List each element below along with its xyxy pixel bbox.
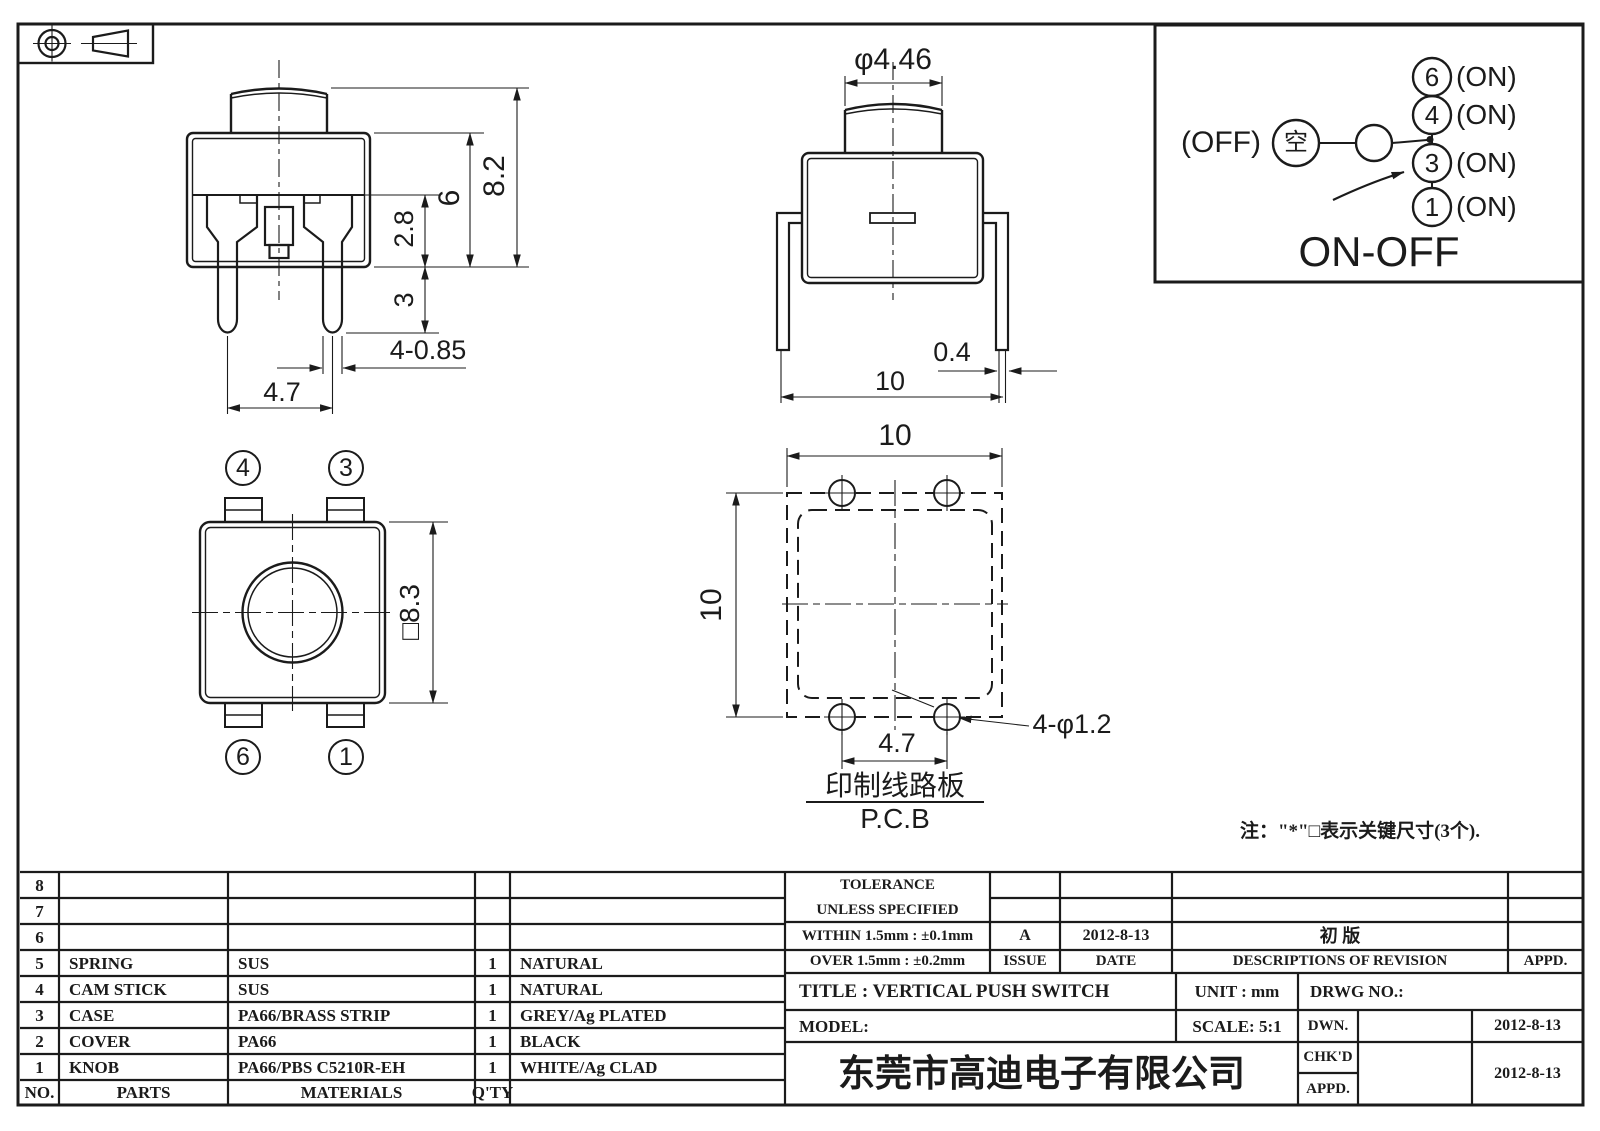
model-field: MODEL: (799, 1016, 869, 1036)
tolerance-over: OVER 1.5mm : ±0.2mm (809, 953, 966, 969)
parts-row-finish: BLACK (520, 1031, 581, 1051)
top-view (192, 450, 448, 775)
dim-pcb-height: 10 (695, 588, 728, 622)
projection-angle-icon (16, 22, 155, 65)
company-name: 东莞市高迪电子有限公司 (838, 1053, 1245, 1094)
pcb-holes (824, 475, 965, 735)
parts-row-qty: 1 (488, 1057, 497, 1077)
revision-appd-label: APPD. (1523, 953, 1568, 969)
parts-row-no: 5 (35, 953, 44, 973)
pin-number-6: 6 (236, 742, 250, 771)
revision-issue-label: ISSUE (1003, 953, 1047, 969)
circuit-common-symbol: 空 (1284, 129, 1308, 156)
circuit-state-1: (ON) (1456, 191, 1517, 222)
circuit-state-3: (ON) (1456, 147, 1517, 178)
revision-description-value: 初 版 (1319, 926, 1361, 946)
parts-row-qty: 1 (488, 1031, 497, 1051)
parts-row-finish: WHITE/Ag CLAD (520, 1057, 658, 1077)
circuit-off-label: (OFF) (1181, 126, 1261, 159)
unit-field: UNIT : mm (1194, 982, 1280, 1001)
dwn-label: DWN. (1307, 1017, 1349, 1034)
circuit-pin-4: 4 (1424, 100, 1440, 130)
circuit-diagram (1153, 23, 1585, 284)
dim-front-body-height: 6 (433, 189, 466, 207)
pin-number-4: 4 (236, 453, 250, 482)
tolerance-within: WITHIN 1.5mm : ±0.1mm (801, 927, 974, 944)
parts-row-no: 3 (35, 1005, 44, 1025)
parts-row-material: PA66/BRASS STRIP (238, 1005, 391, 1025)
side-view (775, 62, 1057, 403)
parts-header-no: NO. (24, 1083, 55, 1102)
parts-row-finish: NATURAL (520, 979, 603, 999)
parts-row-material: PA66/PBS C5210R-EH (238, 1057, 406, 1077)
table-grid (20, 870, 1583, 1105)
circuit-pin-3: 3 (1424, 148, 1440, 178)
dim-pcb-hole-pitch: 4.7 (878, 727, 916, 758)
dim-front-lead-size: 4-0.85 (389, 334, 467, 365)
parts-row-finish: GREY/Ag PLATED (520, 1005, 667, 1025)
parts-row-no: 6 (35, 927, 44, 947)
parts-row-name: COVER (69, 1031, 131, 1051)
chkd-date: 2012-8-13 (1494, 1064, 1561, 1082)
parts-row-qty: 1 (488, 953, 497, 973)
dim-side-lead-thickness: 0.4 (933, 336, 971, 367)
rotate-arrow-icon (1332, 170, 1405, 201)
dwn-date: 2012-8-13 (1494, 1017, 1561, 1034)
pcb-label-en: P.C.B (860, 803, 930, 834)
dim-side-knob-dia: φ4.46 (854, 43, 932, 76)
pin-number-3: 3 (339, 453, 353, 482)
parts-row-name: CAM STICK (69, 979, 167, 999)
parts-row-qty: 1 (488, 1005, 497, 1025)
revision-date-label: DATE (1095, 953, 1137, 969)
parts-row-qty: 1 (488, 979, 497, 999)
parts-row-no: 1 (35, 1057, 44, 1077)
parts-row-finish: NATURAL (520, 953, 603, 973)
parts-header-materials: MATERIALS (300, 1083, 403, 1102)
parts-header-parts: PARTS (116, 1083, 171, 1102)
pin-number-1: 1 (339, 742, 353, 771)
dim-side-width: 10 (874, 365, 906, 396)
circuit-state-4: (ON) (1456, 99, 1517, 130)
parts-row-no: 8 (35, 875, 44, 895)
sheet-border (16, 22, 1585, 1107)
chkd-label: CHK'D (1303, 1049, 1353, 1065)
scale-field: SCALE: 5:1 (1192, 1016, 1282, 1036)
tolerance-title: TOLERANCE (840, 876, 935, 893)
parts-row-material: PA66 (238, 1031, 277, 1051)
parts-row-material: SUS (238, 979, 270, 999)
parts-row-material: SUS (238, 953, 270, 973)
parts-row-name: SPRING (69, 953, 134, 973)
dim-front-leg-pitch: 4.7 (263, 376, 301, 407)
dim-top-body-square: □8.3 (394, 584, 425, 640)
revision-description-label: DESCRIPTIONS OF REVISION (1232, 953, 1448, 969)
tolerance-subtitle: UNLESS SPECIFIED (816, 901, 959, 918)
parts-row-no: 4 (35, 979, 44, 999)
parts-row-no: 7 (35, 901, 44, 921)
circuit-caption: ON-OFF (1298, 228, 1460, 275)
dim-pcb-holes: 4-φ1.2 (1032, 708, 1112, 739)
circuit-pin-1: 1 (1424, 192, 1440, 222)
front-view (185, 60, 529, 414)
dim-front-leg-length: 3 (388, 292, 419, 308)
circuit-pin-6: 6 (1424, 62, 1440, 92)
dim-front-terminal-depth: 2.8 (388, 210, 419, 248)
key-dimension-note: 注："*"□表示关键尺寸(3个). (1240, 820, 1480, 842)
circuit-state-6: (ON) (1456, 61, 1517, 92)
dim-front-total-height: 8.2 (478, 155, 511, 197)
parts-row-no: 2 (35, 1031, 44, 1051)
revision-date-value: 2012-8-13 (1082, 927, 1150, 944)
appd-label: APPD. (1306, 1080, 1350, 1097)
parts-row-name: CASE (69, 1005, 115, 1025)
parts-header-qty: Q'TY (471, 1083, 514, 1102)
title-field: TITLE : VERTICAL PUSH SWITCH (799, 981, 1110, 1002)
pcb-label-zh: 印制线路板 (824, 770, 965, 801)
drwg-no-field: DRWG NO.: (1310, 982, 1404, 1001)
pcb-view (726, 448, 1030, 803)
dim-pcb-width: 10 (878, 419, 912, 452)
revision-issue-value: A (1019, 927, 1031, 944)
parts-row-name: KNOB (69, 1057, 120, 1077)
